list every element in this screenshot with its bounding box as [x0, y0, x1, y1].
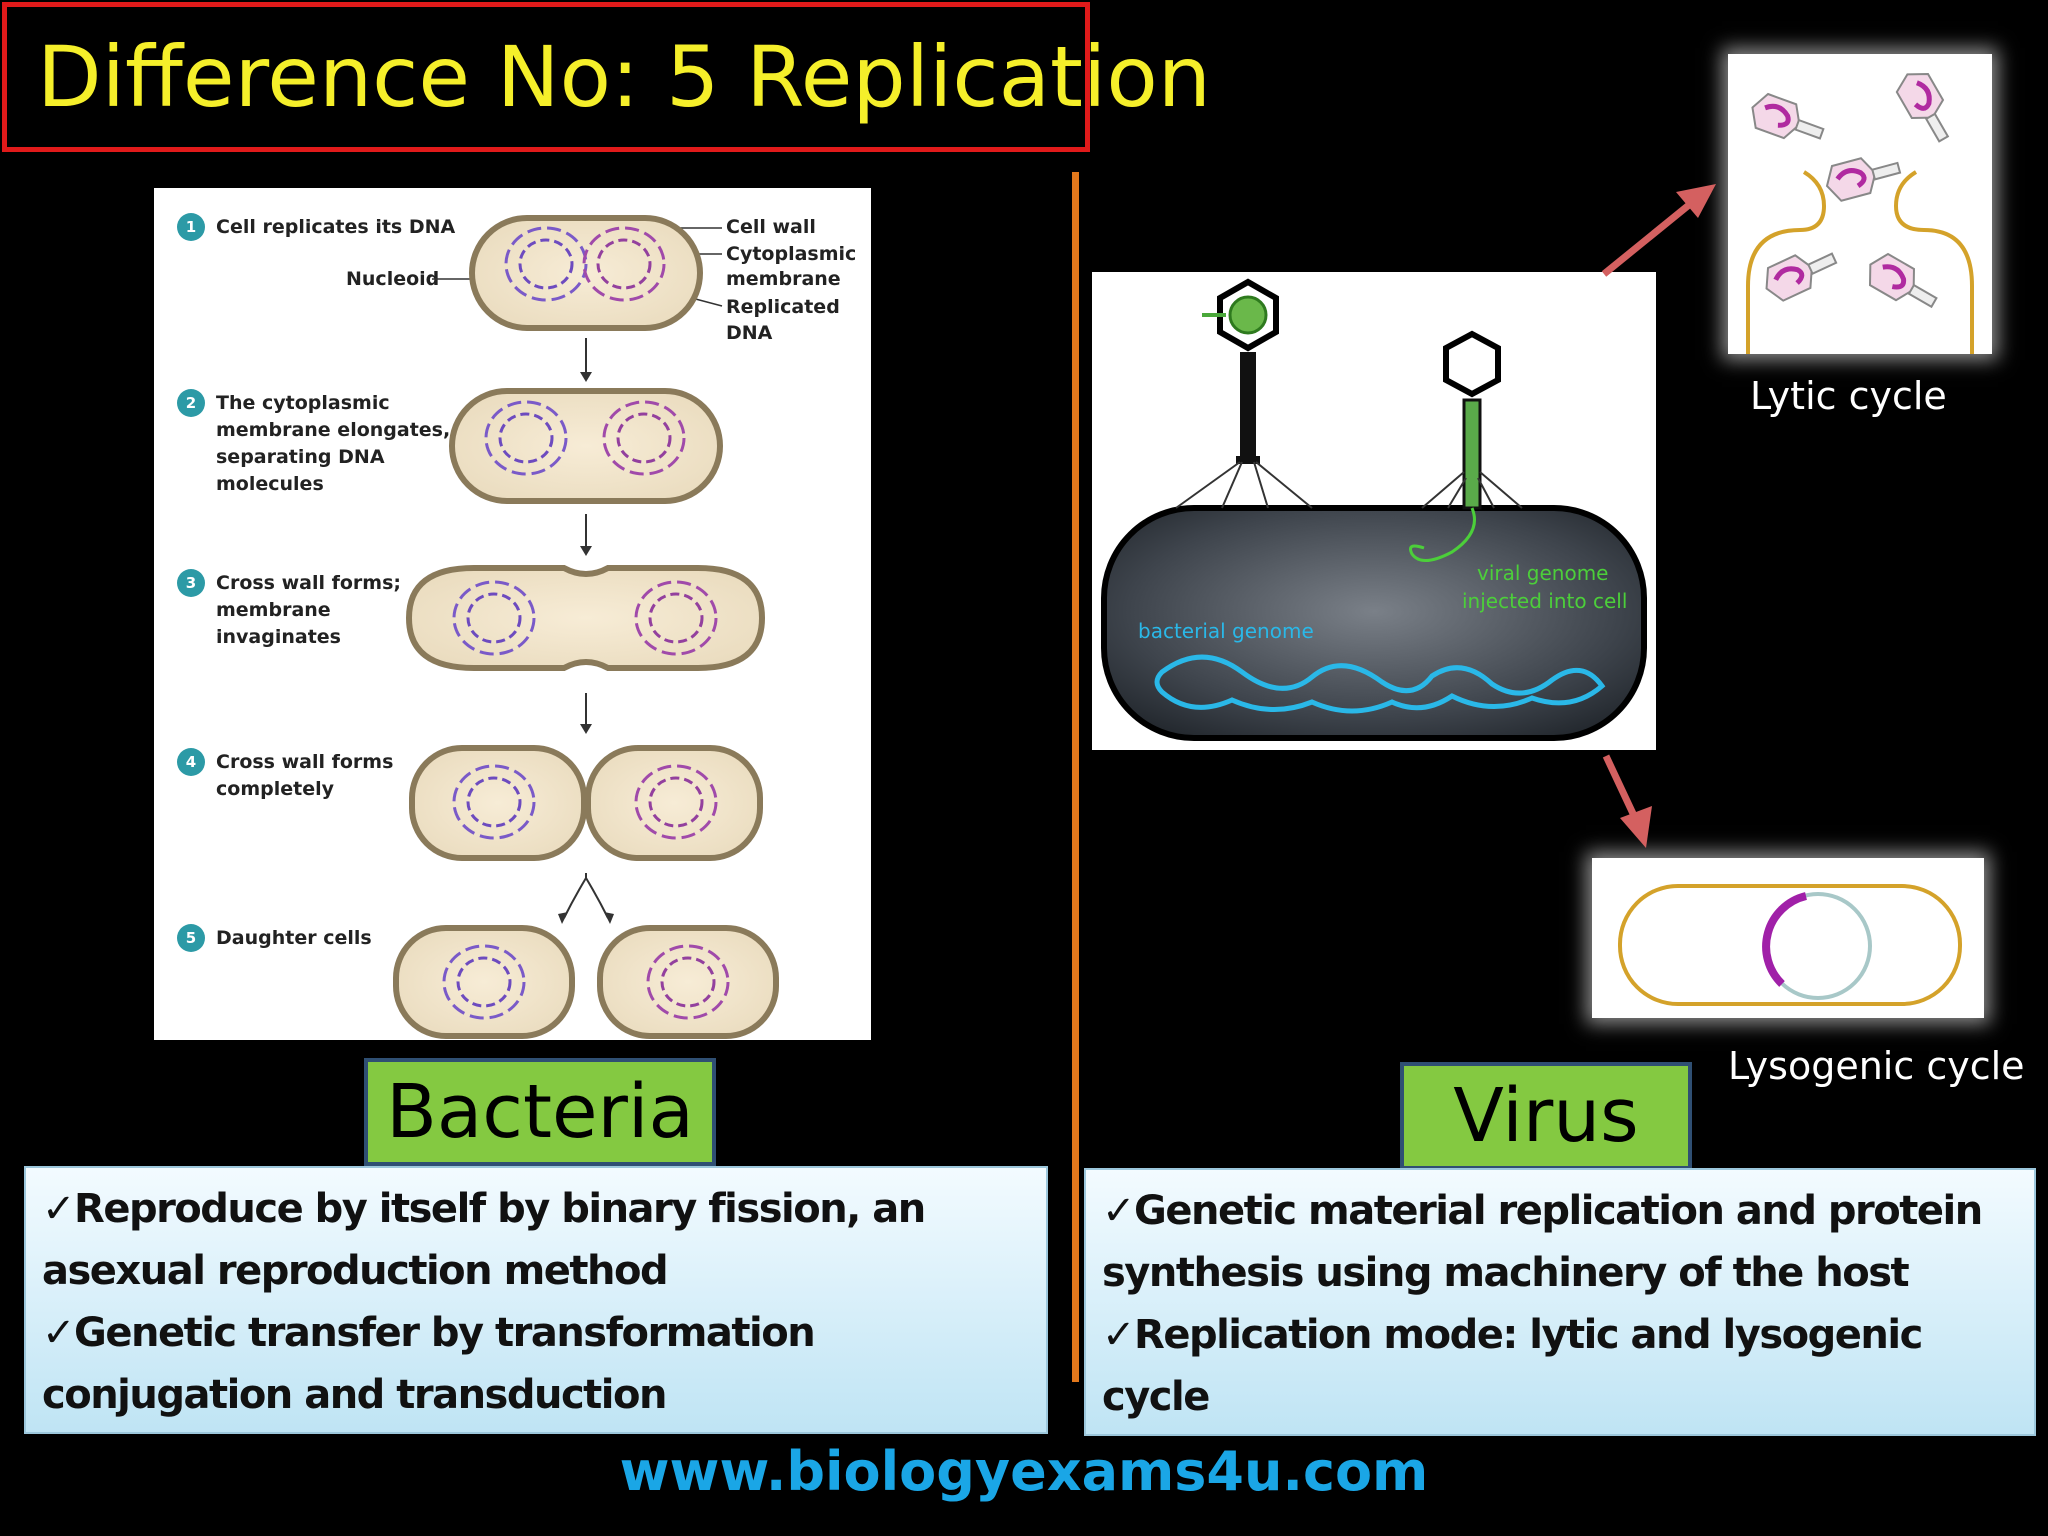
stage-5-daughter-cells	[393, 925, 779, 1039]
callout-cytoplasmic-1: Cytoplasmic	[726, 243, 856, 265]
released-phage-1	[1751, 92, 1825, 140]
viral-genome-strand	[1409, 507, 1476, 562]
lytic-cycle-image	[1728, 54, 1992, 354]
step-4-line-1: Cross wall forms	[216, 751, 393, 773]
virus-point-2: ✓Replication mode: lytic and lysogenic	[1102, 1312, 1923, 1358]
callout-replicated-2: DNA	[726, 322, 773, 344]
stage-arrow-3-head	[580, 724, 592, 734]
phage-injection-diagram: viral genome injected into cell bacteria…	[1092, 272, 1656, 750]
bacterial-genome-label: bacterial genome	[1138, 619, 1314, 643]
released-phage-4	[1765, 252, 1838, 302]
lysogenic-cycle-image	[1592, 858, 1984, 1018]
virus-point-1: ✓Genetic material replication and protei…	[1102, 1188, 1983, 1234]
step-2-line-2: membrane elongates,	[216, 419, 450, 441]
arrow-to-lytic	[1601, 193, 1703, 277]
viral-genome-label-1: viral genome	[1477, 561, 1608, 585]
step-3-line-2: membrane	[216, 599, 331, 621]
step-3-badge	[177, 569, 205, 597]
lytic-cycle-svg	[1746, 72, 1974, 354]
step-1: 1 Cell replicates its DNA	[177, 213, 456, 241]
center-divider	[1072, 172, 1079, 1382]
step-3: 3 Cross wall forms; membrane invaginates	[177, 569, 401, 648]
step-2-number: 2	[186, 394, 196, 412]
step-2-line-3: separating DNA	[216, 446, 385, 468]
step-4-number: 4	[186, 753, 196, 771]
callout-cytoplasmic-2: membrane	[726, 268, 841, 290]
binary-fission-svg: 1 Cell replicates its DNA 2 The cytoplas…	[177, 213, 856, 1039]
step-2-badge	[177, 389, 205, 417]
stage-arrow-1-head	[580, 372, 592, 382]
stage-1-cell	[469, 215, 703, 331]
phage-2	[1421, 330, 1523, 510]
virus-description: ✓Genetic material replication and protei…	[1084, 1168, 2036, 1436]
step-1-text: Cell replicates its DNA	[216, 216, 456, 238]
virus-point-2-cont: cycle	[1102, 1374, 1210, 1420]
phage-injection-svg: viral genome injected into cell bacteria…	[1101, 278, 1647, 741]
viral-genome-label-2: injected into cell	[1462, 589, 1627, 613]
lysogen-cell	[1618, 884, 1962, 1006]
step-2: 2 The cytoplasmic membrane elongates, se…	[177, 389, 450, 495]
footer-website-link[interactable]: www.biologyexams4u.com	[619, 1440, 1429, 1503]
stage-arrow-split	[563, 873, 609, 919]
arrow-to-lytic-head	[1676, 184, 1716, 218]
stage-4-cell	[409, 745, 763, 861]
slide-title: Difference No: 5 Replication	[37, 28, 1211, 126]
bacteria-label: Bacteria	[364, 1058, 716, 1166]
bacterial-genome-strand	[1154, 654, 1606, 714]
bacteria-description: ✓Reproduce by itself by binary fission, …	[24, 1166, 1048, 1434]
bacteria-point-1-cont: asexual reproduction method	[42, 1248, 669, 1294]
lysed-cell-wall-left	[1746, 170, 1827, 354]
lytic-cycle-label: Lytic cycle	[1750, 374, 1947, 418]
virus-label: Virus	[1400, 1062, 1692, 1170]
step-1-number: 1	[186, 218, 196, 236]
virus-point-1-cont: synthesis using machinery of the host	[1102, 1250, 1910, 1296]
step-2-line-4: molecules	[216, 473, 324, 495]
callout-cell-wall: Cell wall	[726, 216, 816, 238]
bacteria-point-2-cont: conjugation and transduction	[42, 1372, 667, 1418]
arrow-to-lysogenic	[1602, 754, 1640, 822]
step-5-badge	[177, 924, 205, 952]
step-3-number: 3	[186, 574, 196, 592]
released-phage-2	[1895, 72, 1950, 143]
stage-arrow-split-left-head	[558, 912, 568, 924]
step-4-badge	[177, 748, 205, 776]
stage-2-cell	[449, 388, 723, 504]
lysogenic-cycle-label: Lysogenic cycle	[1728, 1044, 2025, 1088]
step-2-line-1: The cytoplasmic	[216, 392, 390, 414]
stage-arrow-split-right-head	[604, 912, 614, 924]
bacteria-point-2: ✓Genetic transfer by transformation	[42, 1310, 816, 1356]
binary-fission-diagram: 1 Cell replicates its DNA 2 The cytoplas…	[154, 188, 871, 1040]
step-5-text: Daughter cells	[216, 927, 372, 949]
step-1-badge	[177, 213, 205, 241]
callout-replicated-1: Replicated	[726, 296, 840, 318]
bacteria-point-1: ✓Reproduce by itself by binary fission, …	[42, 1186, 926, 1232]
phage-1	[1175, 278, 1313, 509]
arrow-to-lysogenic-head	[1620, 806, 1652, 848]
callout-nucleoid: Nucleoid	[346, 268, 439, 290]
step-5-number: 5	[186, 929, 196, 947]
released-phage-5	[1868, 252, 1938, 309]
lysogenic-cycle-svg	[1618, 884, 1962, 1006]
step-3-line-1: Cross wall forms;	[216, 572, 401, 594]
step-3-line-3: invaginates	[216, 626, 341, 648]
released-phage-3	[1825, 157, 1902, 202]
lysed-cell-wall-right	[1893, 170, 1974, 354]
host-bacterium	[1101, 505, 1647, 741]
step-4-line-2: completely	[216, 778, 335, 800]
stage-arrow-2-head	[580, 546, 592, 556]
integrated-prophage	[1762, 892, 1808, 987]
step-4: 4 Cross wall forms completely	[177, 748, 393, 800]
title-box: Difference No: 5 Replication	[2, 2, 1211, 152]
stage-3-cell	[405, 565, 766, 671]
step-5: 5 Daughter cells	[177, 924, 372, 952]
